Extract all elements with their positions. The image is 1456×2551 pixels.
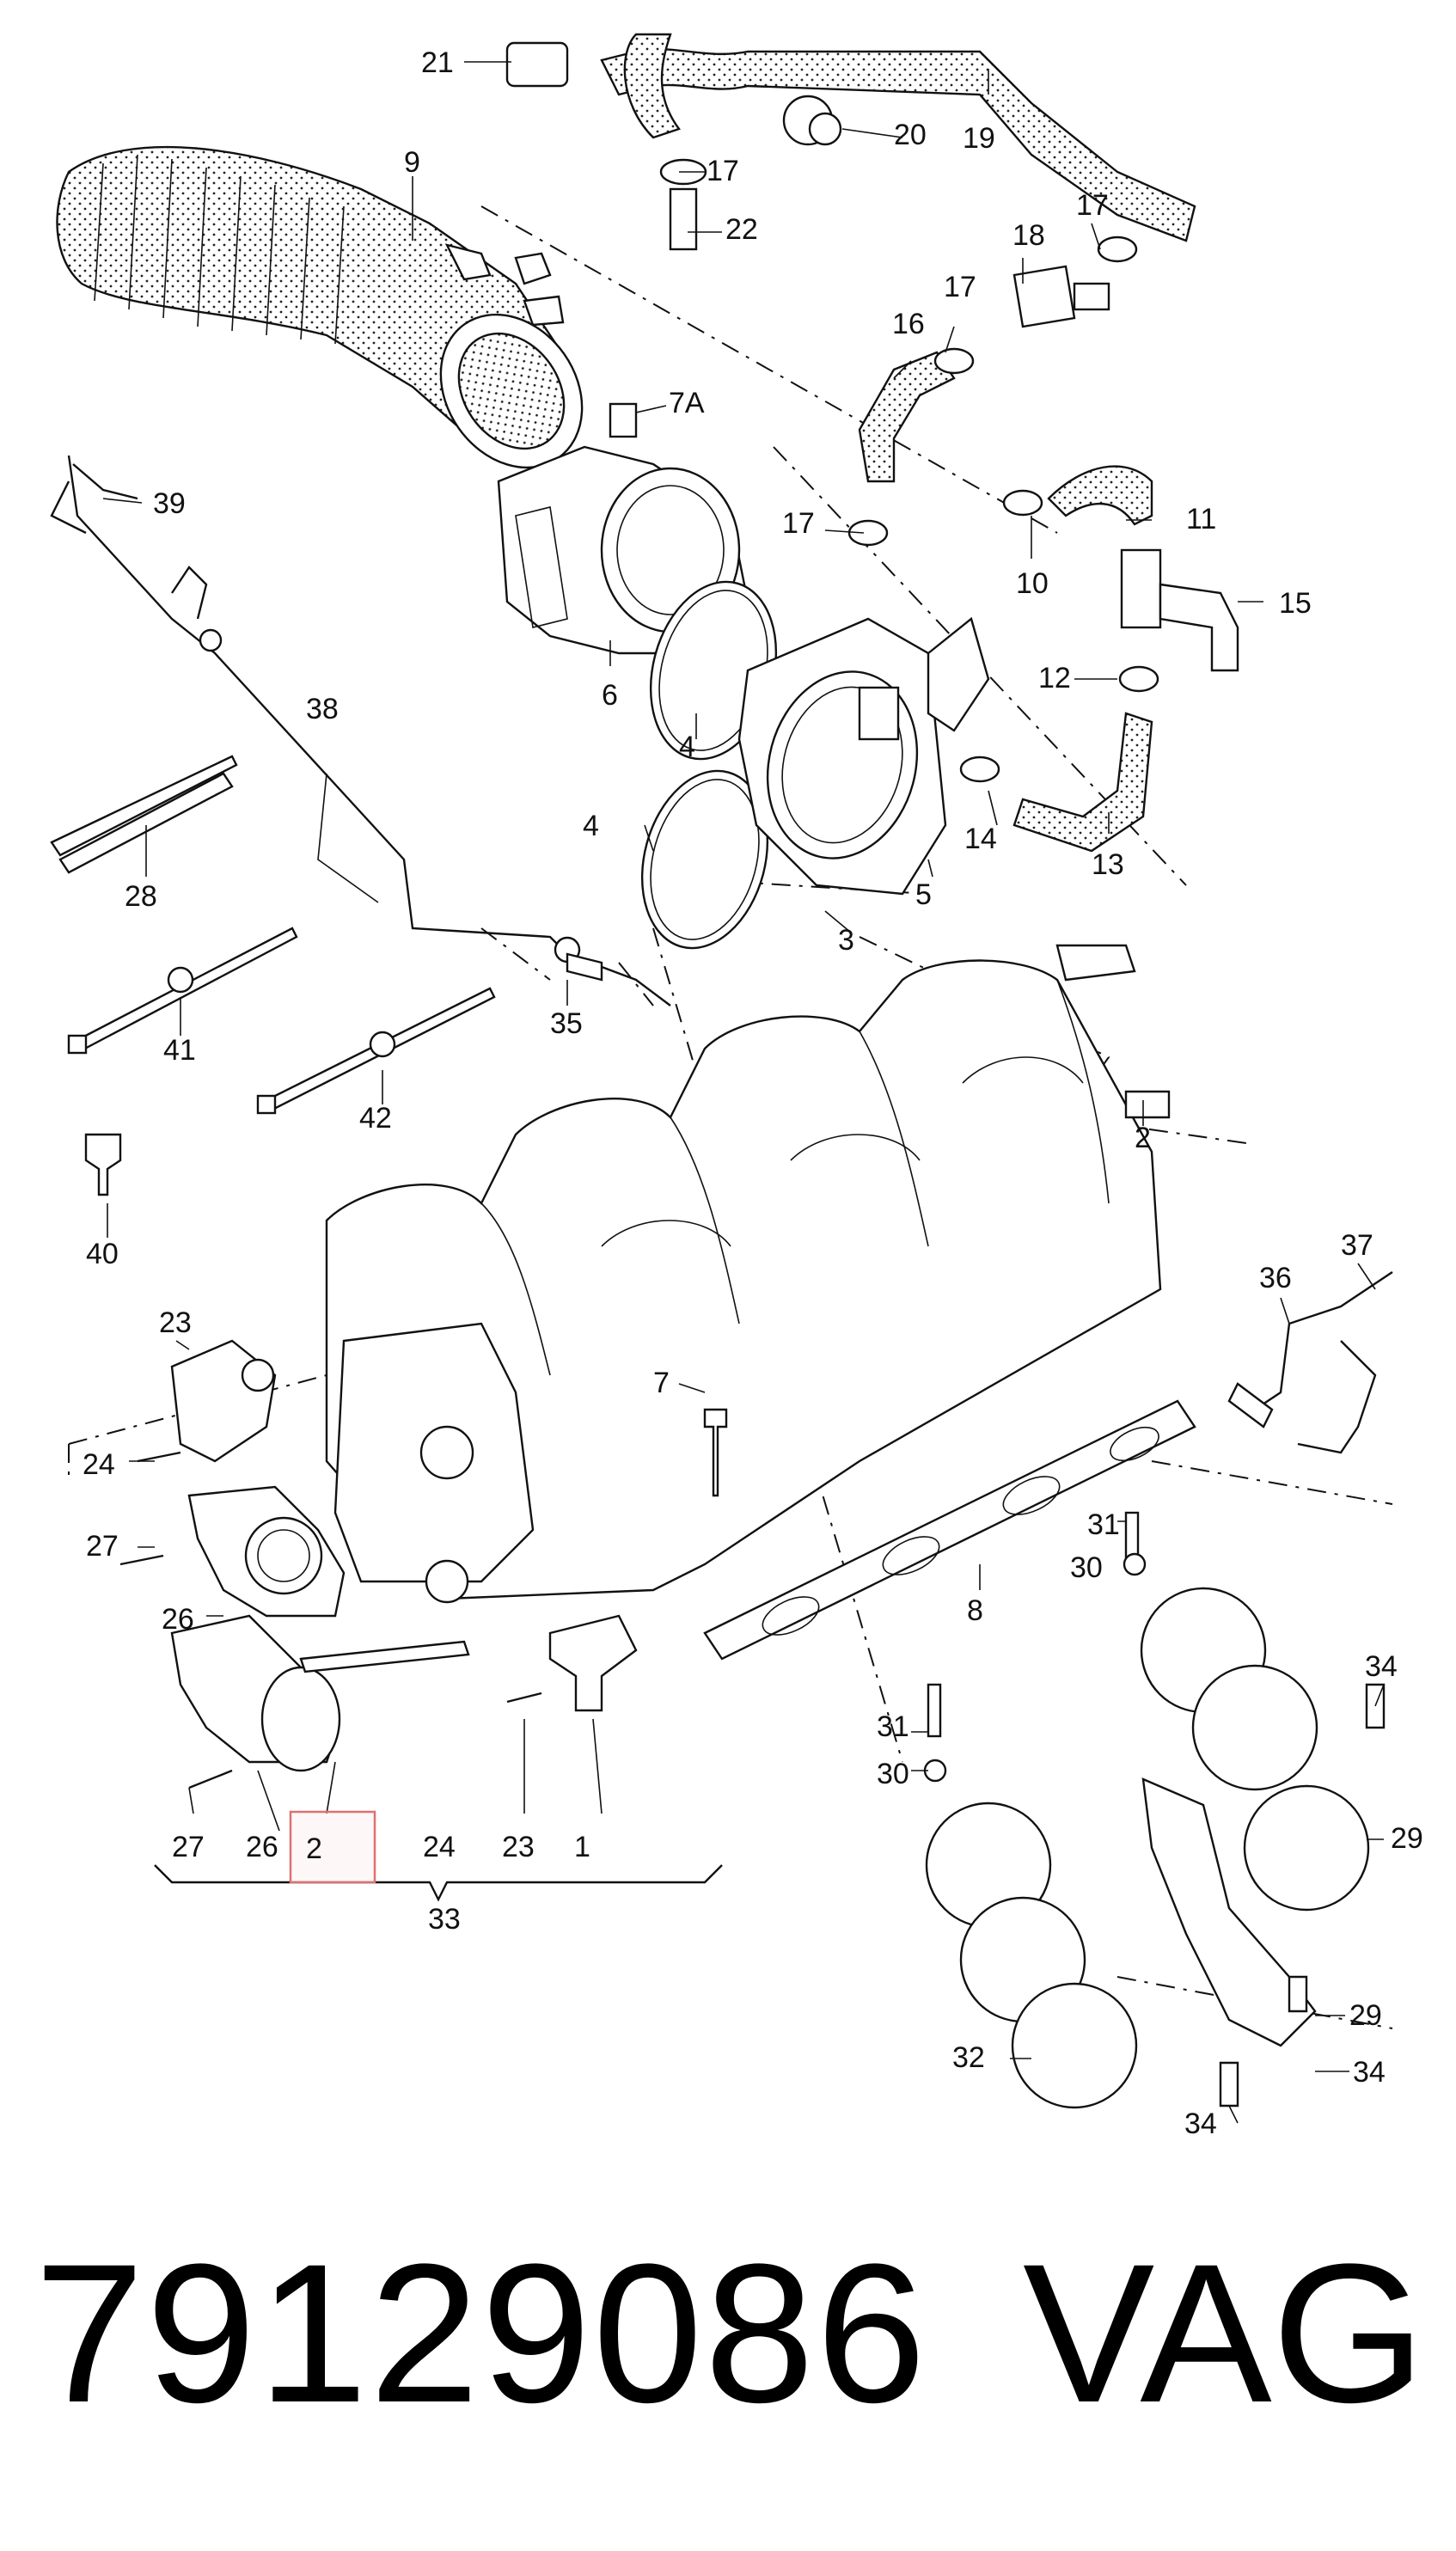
callout-17: 17 <box>782 507 815 540</box>
callout-8: 8 <box>967 1594 983 1627</box>
intake-hose <box>56 145 584 469</box>
callout-23: 23 <box>159 1306 192 1339</box>
callout-34: 34 <box>1184 2107 1217 2140</box>
highlight-box-25 <box>289 1810 376 1884</box>
callout-25: 2 <box>306 1832 322 1865</box>
callout-13: 13 <box>1092 848 1124 881</box>
callout-24: 24 <box>83 1448 115 1481</box>
callout-24: 23 <box>502 1831 535 1863</box>
callout-28: 28 <box>125 880 157 913</box>
leader-lines <box>102 61 1385 2124</box>
callout-4: 4 <box>679 731 695 763</box>
callout-10: 10 <box>1016 567 1049 600</box>
vacuum-hoses <box>600 33 1196 853</box>
callout-27: 27 <box>86 1530 119 1563</box>
callout-34: 34 <box>1365 1650 1398 1683</box>
callout-15: 15 <box>1279 587 1312 620</box>
callout-16: 16 <box>892 308 925 340</box>
callout-36: 36 <box>1259 1262 1292 1294</box>
callout-5: 5 <box>915 878 932 911</box>
callout-26: 26 <box>246 1831 278 1863</box>
callout-2: 2 <box>1135 1122 1151 1154</box>
callout-22: 22 <box>725 213 758 246</box>
callout-20: 20 <box>894 119 927 151</box>
callout-39: 39 <box>153 487 186 520</box>
callout-1: 33 <box>428 1903 461 1936</box>
callout-7: 7 <box>653 1367 670 1399</box>
part-number: 79129086 <box>34 2223 928 2444</box>
hose-fittings <box>505 41 1239 783</box>
actuators <box>119 1339 728 1789</box>
callout-17: 17 <box>707 155 739 187</box>
manifold-gasket <box>703 1399 1196 1661</box>
callout-labels: 21 9 17 20 19 22 18 17 17 16 7A 39 17 11… <box>83 46 1423 2140</box>
throttle-adapter <box>737 616 990 896</box>
callout-26: 26 <box>162 1603 194 1636</box>
callout-42: 42 <box>359 1102 392 1135</box>
callout-31: 31 <box>877 1710 909 1743</box>
callout-29: 32 <box>952 2041 985 2074</box>
callout-7A: 7A <box>669 387 705 419</box>
callout-14: 14 <box>964 823 997 855</box>
brand-label: VAG <box>1023 2223 1426 2444</box>
callout-23: 1 <box>574 1831 590 1863</box>
callout-9: 9 <box>404 146 420 179</box>
callout-17: 17 <box>1076 189 1109 222</box>
callout-2: 24 <box>423 1831 456 1863</box>
callout-30: 30 <box>877 1758 909 1790</box>
callout-11: 11 <box>1186 503 1216 535</box>
callout-17: 17 <box>944 271 976 303</box>
callout-38: 38 <box>306 693 339 725</box>
callout-33: 29 <box>1349 1999 1382 2032</box>
callout-35: 35 <box>550 1007 583 1040</box>
callout-37: 37 <box>1341 1229 1373 1262</box>
intake-manifold <box>325 944 1171 1604</box>
callout-40: 40 <box>86 1238 119 1270</box>
callout-27: 27 <box>172 1831 205 1863</box>
callout-29: 29 <box>1391 1822 1423 1855</box>
sensor-wires <box>566 952 1393 1454</box>
callout-6: 6 <box>602 679 618 712</box>
callout-32: 34 <box>1353 2056 1386 2089</box>
callout-18: 18 <box>1012 219 1045 252</box>
callout-19: 19 <box>963 122 995 155</box>
callout-30: 30 <box>1070 1551 1103 1584</box>
callout-31: 31 <box>1087 1508 1120 1541</box>
callout-41: 41 <box>163 1034 196 1067</box>
cable-ties <box>50 755 496 1196</box>
callout-4: 4 <box>583 810 599 842</box>
bracket-assembly <box>923 1511 1386 2109</box>
callout-3: 3 <box>838 924 854 957</box>
callout-21: 21 <box>421 46 454 79</box>
callout-12: 12 <box>1038 662 1071 694</box>
